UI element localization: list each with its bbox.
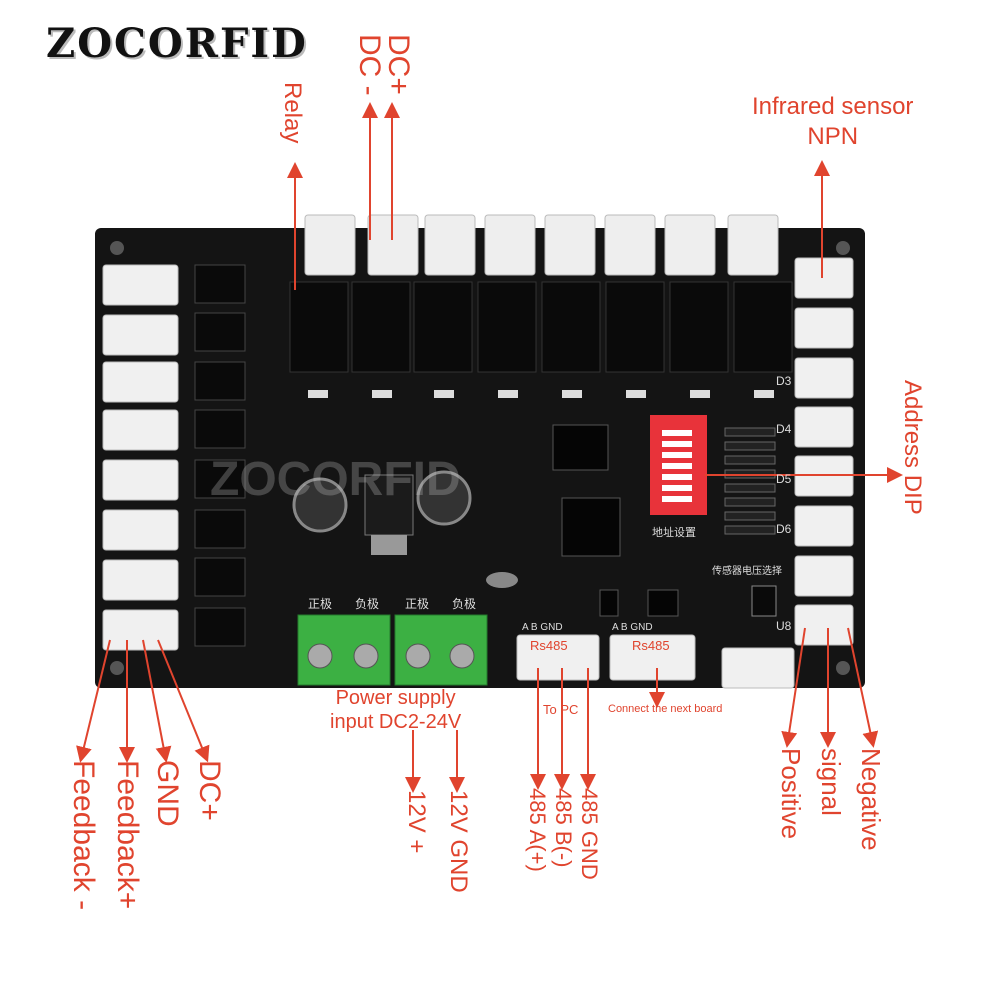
label-positive: Positive: [776, 748, 806, 840]
label-feedback-plus: Feedback+: [111, 760, 144, 910]
label-feedback-minus: Feedback -: [67, 760, 100, 911]
capacitor: [416, 470, 472, 526]
silk-u8: U8: [776, 619, 792, 633]
label-to-pc: To PC: [543, 702, 579, 717]
silk-d3: D3: [776, 374, 792, 388]
terminal-blocks: [297, 614, 488, 686]
capacitor: [292, 477, 348, 533]
label-power-line2: input DC2-24V: [330, 711, 462, 733]
silk-addr-set: 地址设置: [652, 525, 696, 539]
silk-sensor-volt: 传感器电压选择: [712, 564, 782, 577]
brand-logo: ZOCORFID: [46, 20, 308, 67]
mosfets: [194, 264, 246, 647]
mount-hole: [110, 661, 124, 675]
label-dc-plus: DC+: [193, 760, 226, 821]
left-connectors: [102, 264, 179, 651]
label-infrared-line1: Infrared sensor: [752, 93, 914, 120]
bottom-right-connector: [721, 647, 795, 689]
label-12v-plus: 12V +: [403, 790, 430, 854]
crystal: [486, 572, 518, 588]
annotation-arrows: [76, 102, 903, 793]
label-485a: 485 A(+): [525, 788, 550, 872]
silk-abg-2: A B GND: [612, 622, 653, 633]
label-infrared: Infrared sensor NPN: [752, 92, 913, 152]
label-power-line1: Power supply: [335, 687, 456, 709]
ic-chip: [552, 424, 609, 471]
silk-rs485-1: Rs485: [530, 638, 568, 653]
ic-small: [647, 589, 679, 617]
label-485b: 485 B(-): [551, 788, 576, 868]
mount-hole: [836, 661, 850, 675]
label-power-supply: Power supply input DC2-24V: [330, 686, 461, 734]
silk-d6: D6: [776, 522, 792, 536]
label-negative: Negative: [856, 748, 886, 851]
silk-neg-1: 负极: [355, 597, 379, 611]
silk-rs485-2: Rs485: [632, 638, 670, 653]
label-address-dip: Address DIP: [899, 380, 926, 515]
label-12v-gnd: 12V GND: [445, 790, 472, 893]
label-dc-plus-top: DC+: [382, 34, 415, 95]
label-dc-minus-top: DC -: [353, 34, 386, 96]
silk-neg-2: 负极: [452, 597, 476, 611]
silk-abg-1: A B GND: [522, 622, 563, 633]
dip-levers: [662, 430, 692, 502]
label-485gnd: 485 GND: [577, 788, 602, 880]
label-gnd: GND: [151, 760, 184, 827]
ic-small: [599, 589, 619, 617]
top-connectors: [304, 214, 779, 276]
watermark: ZOCORFID: [210, 453, 461, 506]
label-relay: Relay: [279, 82, 306, 144]
silk-pos-2: 正极: [405, 597, 429, 611]
regulator-tab: [371, 535, 407, 555]
relay-leds: [308, 390, 774, 398]
silk-pos-1: 正极: [308, 597, 332, 611]
mount-hole: [836, 241, 850, 255]
regulator: [364, 474, 414, 536]
relays: [289, 281, 793, 373]
silk-d4: D4: [776, 422, 792, 436]
jumper: [751, 585, 777, 617]
microcontroller: [561, 497, 621, 557]
label-signal: signal: [816, 748, 846, 816]
label-infrared-line2: NPN: [807, 123, 859, 150]
mount-hole: [110, 241, 124, 255]
rs485-connector-next: [609, 634, 696, 681]
silk-d5: D5: [776, 472, 792, 486]
label-connect-next: Connect the next board: [608, 703, 723, 715]
